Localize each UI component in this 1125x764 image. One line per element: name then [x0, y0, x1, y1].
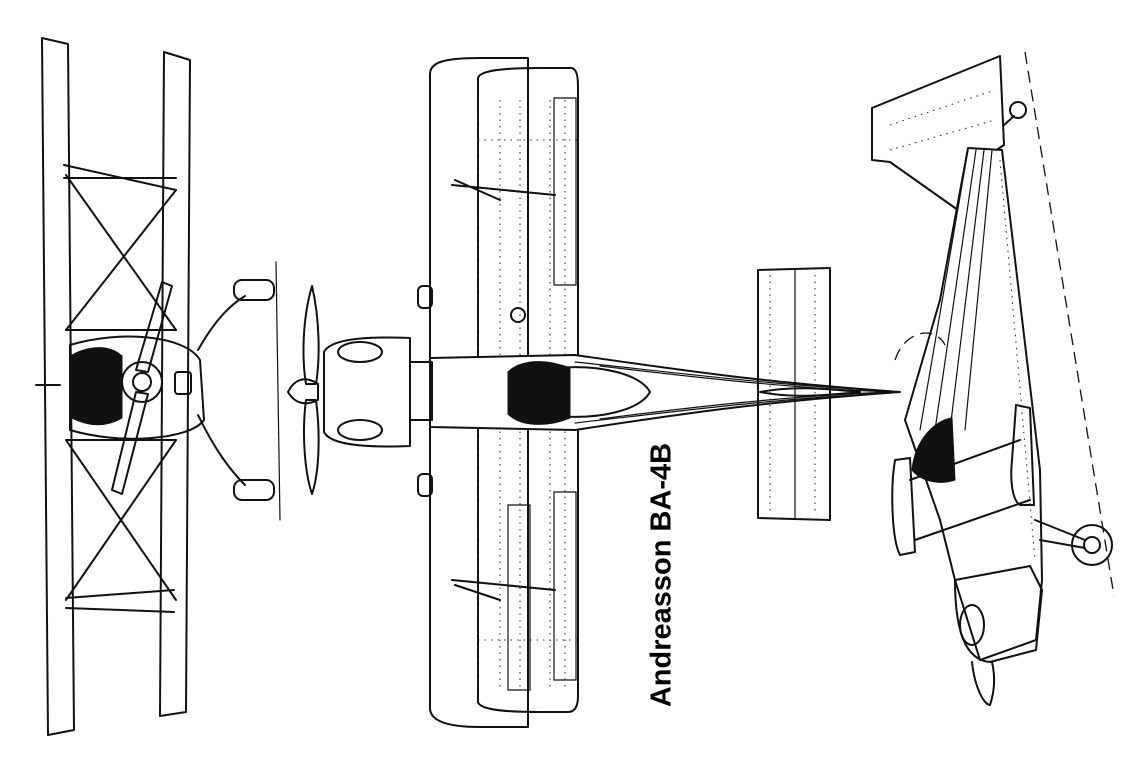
front-ground-line [275, 261, 281, 521]
plan-horizontal-tail [757, 267, 831, 521]
plan-lower-wing [477, 67, 579, 713]
plan-cowling [323, 336, 411, 448]
front-struts [63, 164, 177, 613]
front-view [35, 37, 281, 736]
plan-strut-right [451, 579, 556, 601]
front-upper-wing [159, 51, 191, 717]
side-spinner [971, 661, 996, 706]
front-spinner [121, 361, 163, 403]
side-ground-line [1024, 51, 1115, 597]
side-main-wheel [1071, 524, 1113, 566]
side-upper-wing [1010, 404, 1035, 506]
side-fuselage [904, 147, 1043, 661]
front-exhaust [174, 371, 192, 395]
side-landing-gear [1034, 519, 1086, 549]
aircraft-title: Andreasson BA-4B [645, 442, 678, 708]
front-windscreen [71, 347, 123, 426]
plan-strut-left [451, 179, 556, 201]
side-tailwheel [1009, 101, 1027, 119]
side-cockpit [911, 417, 956, 483]
side-lower-wing [891, 457, 916, 556]
front-landing-gear [197, 279, 275, 501]
plan-propeller [302, 285, 320, 495]
front-lower-wing [41, 37, 75, 736]
front-propeller [111, 281, 173, 495]
plan-cockpit [507, 361, 571, 425]
plan-aileron-right [553, 491, 577, 681]
plan-wing-rivets [477, 100, 578, 690]
side-view [871, 51, 1115, 706]
side-cowling [954, 565, 1043, 663]
plan-aileron-left [553, 97, 577, 286]
plan-upper-wing [429, 57, 529, 728]
front-fuselage [69, 335, 205, 440]
plan-spinner [287, 378, 319, 405]
plan-view [287, 57, 901, 728]
